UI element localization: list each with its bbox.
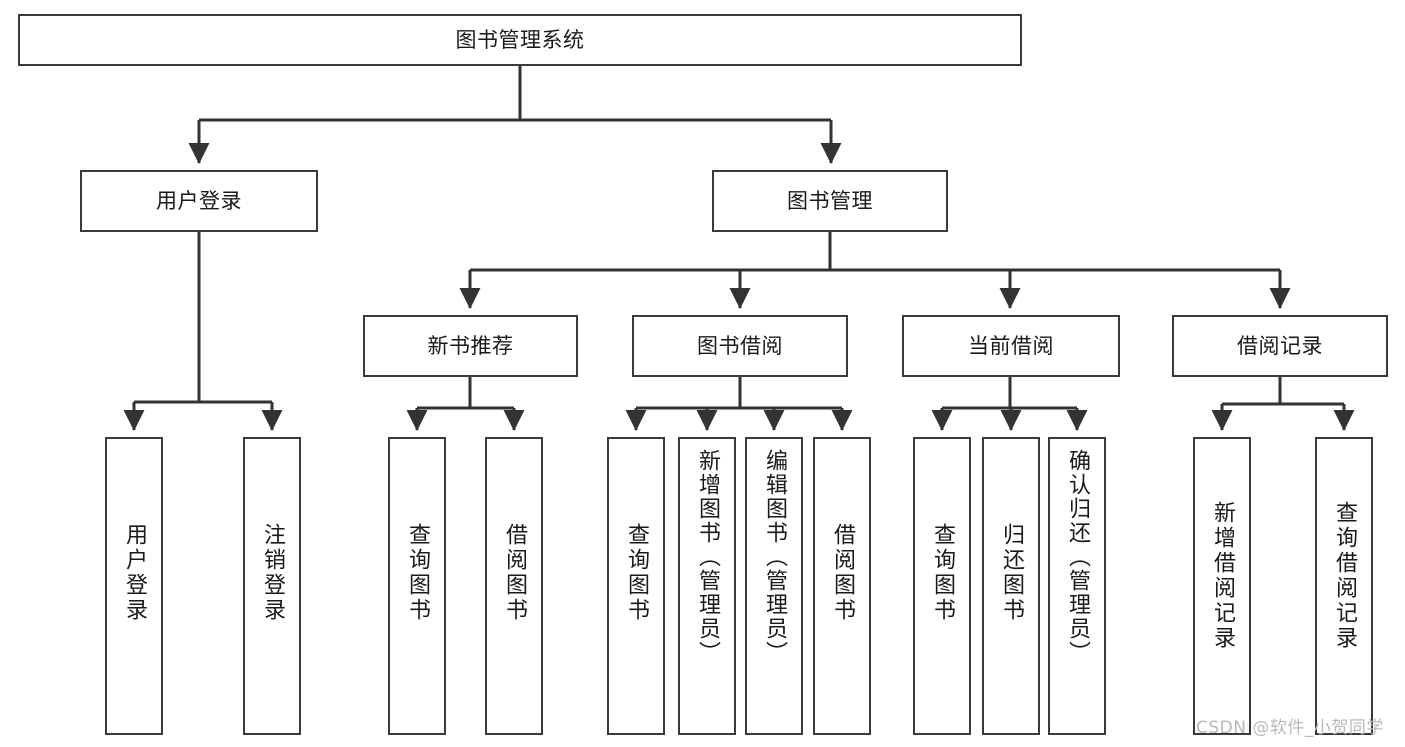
node-book-borrow[interactable]: 图书借阅 bbox=[632, 315, 848, 377]
node-leaf-query-book-rec[interactable]: 查询图书 bbox=[388, 437, 446, 735]
node-leaf-confirm-return[interactable]: 确认归还（管理员） bbox=[1048, 437, 1106, 735]
node-leaf-query-book-cur-label: 查询图书 bbox=[930, 523, 955, 623]
node-leaf-borrow-book-label: 借阅图书 bbox=[830, 523, 855, 623]
node-user-login[interactable]: 用户登录 bbox=[80, 170, 318, 232]
node-leaf-return-book-label: 归还图书 bbox=[999, 523, 1024, 623]
node-leaf-query-book-borrow[interactable]: 查询图书 bbox=[607, 437, 665, 735]
node-leaf-borrow-book-rec[interactable]: 借阅图书 bbox=[485, 437, 543, 735]
node-leaf-edit-book-label: 编辑图书（管理员） bbox=[762, 449, 787, 665]
node-leaf-query-record[interactable]: 查询借阅记录 bbox=[1315, 437, 1373, 735]
node-user-login-label: 用户登录 bbox=[156, 188, 242, 213]
node-leaf-query-book-borrow-label: 查询图书 bbox=[624, 523, 649, 623]
node-leaf-return-book[interactable]: 归还图书 bbox=[982, 437, 1040, 735]
node-current-borrow-label: 当前借阅 bbox=[968, 333, 1054, 358]
node-leaf-add-record-label: 新增借阅记录 bbox=[1210, 501, 1235, 651]
node-leaf-borrow-book-rec-label: 借阅图书 bbox=[502, 523, 527, 623]
watermark: CSDN @软件_小贺同学 bbox=[1196, 718, 1384, 738]
node-root[interactable]: 图书管理系统 bbox=[18, 14, 1022, 66]
node-leaf-query-book-cur[interactable]: 查询图书 bbox=[913, 437, 971, 735]
node-book-borrow-label: 图书借阅 bbox=[697, 333, 783, 358]
node-leaf-add-book-label: 新增图书（管理员） bbox=[695, 449, 720, 665]
node-root-label: 图书管理系统 bbox=[455, 27, 585, 52]
node-book-manage-label: 图书管理 bbox=[787, 188, 873, 213]
node-leaf-add-book[interactable]: 新增图书（管理员） bbox=[678, 437, 736, 735]
node-leaf-query-record-label: 查询借阅记录 bbox=[1332, 501, 1357, 651]
node-leaf-borrow-book[interactable]: 借阅图书 bbox=[813, 437, 871, 735]
node-leaf-user-login[interactable]: 用户登录 bbox=[105, 437, 163, 735]
node-new-book-rec-label: 新书推荐 bbox=[427, 333, 514, 358]
node-new-book-rec[interactable]: 新书推荐 bbox=[363, 315, 578, 377]
node-leaf-add-record[interactable]: 新增借阅记录 bbox=[1193, 437, 1251, 735]
node-leaf-user-login-label: 用户登录 bbox=[122, 523, 147, 623]
node-leaf-user-logout-label: 注销登录 bbox=[260, 523, 285, 623]
node-leaf-query-book-rec-label: 查询图书 bbox=[405, 523, 430, 623]
node-borrow-record-label: 借阅记录 bbox=[1237, 333, 1323, 358]
node-book-manage[interactable]: 图书管理 bbox=[712, 170, 948, 232]
node-leaf-user-logout[interactable]: 注销登录 bbox=[243, 437, 301, 735]
node-leaf-edit-book[interactable]: 编辑图书（管理员） bbox=[745, 437, 803, 735]
node-borrow-record[interactable]: 借阅记录 bbox=[1172, 315, 1388, 377]
node-current-borrow[interactable]: 当前借阅 bbox=[902, 315, 1120, 377]
node-leaf-confirm-return-label: 确认归还（管理员） bbox=[1065, 449, 1090, 665]
